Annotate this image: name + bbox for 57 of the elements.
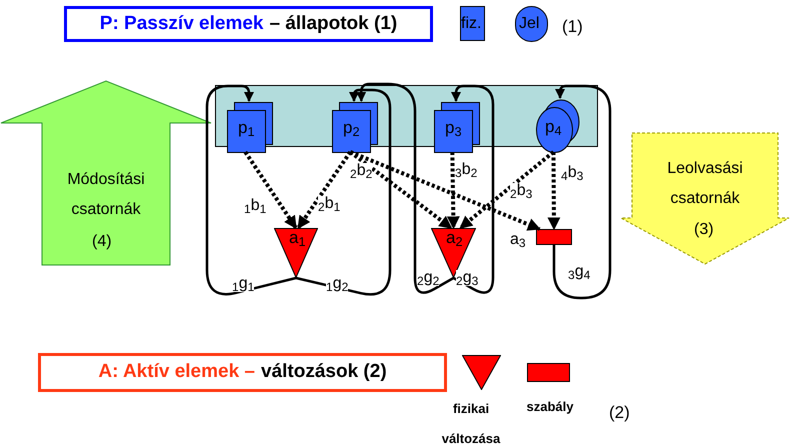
stacked-squares	[332, 102, 378, 153]
edge-label: $_{1}$g$_{2}$	[326, 276, 348, 292]
node-label: p$_{1}$	[238, 119, 255, 136]
heading-text: P: Passzív elemek	[100, 12, 264, 36]
edge-label: $_{2}$b$_{2}$	[350, 163, 372, 179]
dashed-arrow	[349, 150, 452, 230]
node-label: p$_{3}$	[445, 119, 462, 136]
heading-text: A: Aktív elemek –	[98, 360, 255, 384]
node-label: Jel	[519, 16, 540, 32]
triangle-symbol	[274, 228, 318, 278]
loop-arrow	[451, 84, 494, 294]
dashed-arrow	[244, 150, 298, 230]
symbol-caption: szabály	[526, 398, 574, 416]
symbol-caption: fizikai változása	[440, 400, 502, 444]
note-text: (1)	[562, 16, 583, 38]
node-label: p$_{4}$	[545, 118, 562, 135]
loop-arrow	[356, 82, 454, 294]
node-label: a$_{1}$	[289, 229, 306, 246]
edge-label: $_{2}$g$_{3}$	[456, 270, 478, 286]
dashed-arrow	[350, 150, 541, 231]
heading-box	[38, 353, 447, 392]
heading-box	[64, 6, 433, 42]
heading-text: változások (2)	[261, 360, 387, 384]
edge-label: $_{1}$g$_{1}$	[232, 276, 254, 292]
edge-label: $_{3}$g$_{4}$	[568, 264, 590, 280]
heading-text: – állapotok (1)	[269, 12, 398, 36]
arrow-text: Leolvasási csatornák	[666, 159, 744, 209]
note-text: (2)	[609, 402, 630, 424]
stacked-squares	[434, 102, 480, 153]
square-symbol	[460, 6, 485, 41]
stacked-squares	[227, 102, 273, 153]
symbol-caption: a$_{3}$	[510, 230, 527, 252]
stacked-circles	[536, 99, 580, 153]
loop-arrow	[552, 84, 612, 300]
edge-label: $_{4}$b$_{3}$	[561, 165, 584, 181]
arrow-text: Módosítási csatornák	[66, 170, 146, 220]
block-arrow-up	[0, 80, 212, 266]
rect-symbol	[536, 229, 572, 245]
edge-label: $_{3}$b$_{2}$	[455, 162, 478, 178]
edge-label: $_{2}$b$_{1}$	[318, 196, 340, 212]
node-label: fiz.	[461, 16, 482, 32]
arrow-text: (3)	[694, 220, 714, 240]
edge-label: $_{1}$b$_{1}$	[244, 198, 266, 214]
dashed-arrow	[446, 152, 460, 230]
triangle-symbol	[462, 355, 501, 390]
arrow-text: (4)	[92, 232, 112, 252]
loop-arrow	[296, 88, 392, 296]
node-label: p$_{2}$	[343, 119, 360, 136]
edge-label: $_{2}$b$_{3}$	[510, 183, 532, 199]
dashed-arrow	[458, 150, 555, 230]
loop-arrow	[206, 84, 296, 296]
rect-symbol	[527, 363, 570, 382]
node-label: a$_{2}$	[446, 229, 463, 246]
dashed-arrow	[547, 152, 560, 230]
block-arrow-down	[620, 132, 790, 265]
edge-label: $_{2}$g$_{2}$	[417, 270, 440, 286]
dashed-arrow	[296, 150, 352, 230]
